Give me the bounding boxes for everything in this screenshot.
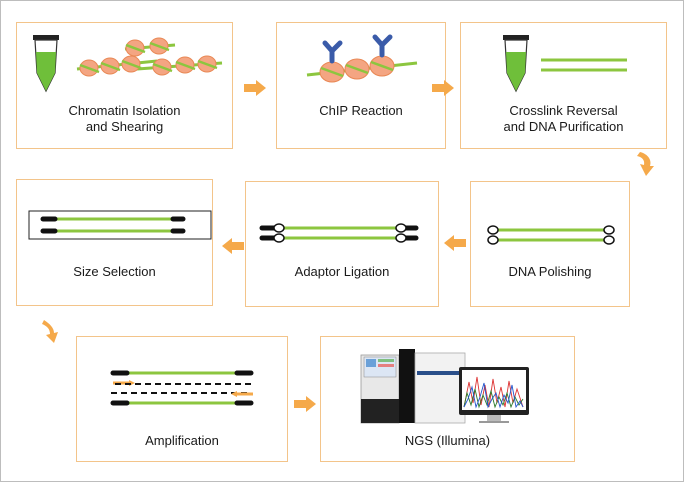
step-label: DNA Polishing: [508, 264, 592, 279]
crosslink-illustration: [503, 35, 627, 93]
step-chip-reaction: ChIP Reaction: [276, 22, 446, 149]
step-chromatin-isolation: Chromatin Isolation and Shearing: [16, 22, 233, 149]
dna-fragment-icon: [541, 58, 627, 72]
step-adaptor-ligation: Adaptor Ligation: [245, 181, 439, 307]
step-size-selection: Size Selection: [16, 179, 213, 306]
tube-icon: [33, 35, 59, 93]
polishing-illustration: [487, 225, 615, 245]
chromatin-illustration: [33, 35, 223, 93]
amplification-illustration: [110, 370, 255, 406]
arrow-right-icon: [294, 396, 316, 412]
arrow-curve-down-icon: [637, 152, 654, 176]
arrow-left-icon: [222, 238, 244, 254]
step-amplification: Amplification: [76, 336, 288, 462]
step-label: Adaptor Ligation: [294, 264, 390, 279]
sequencer-illustration: [360, 349, 529, 424]
sequencer-icon: [360, 349, 466, 424]
size-selection-illustration: [28, 210, 212, 240]
step-label: Size Selection: [73, 264, 156, 279]
sheared-chromatin-icon: [76, 37, 223, 77]
step-label: Amplification: [145, 433, 219, 448]
step-label: Chromatin Isolation and Shearing: [68, 103, 181, 134]
arrow-curve-down-icon: [42, 320, 58, 343]
step-crosslink-reversal: Crosslink Reversal and DNA Purification: [460, 22, 667, 149]
tube-icon: [503, 35, 529, 93]
arrow-right-icon: [432, 80, 454, 96]
ligation-illustration: [259, 223, 419, 243]
monitor-icon: [459, 367, 529, 423]
step-label: Crosslink Reversal and DNA Purification: [503, 103, 624, 134]
antibody-icon: [322, 34, 393, 64]
arrow-right-icon: [244, 80, 266, 96]
step-dna-polishing: DNA Polishing: [470, 181, 630, 307]
chip-illustration: [306, 34, 418, 83]
step-label: ChIP Reaction: [319, 103, 403, 118]
arrow-left-icon: [444, 235, 466, 251]
step-ngs-illumina: NGS (Illumina): [320, 336, 575, 462]
step-label: NGS (Illumina): [404, 433, 491, 448]
